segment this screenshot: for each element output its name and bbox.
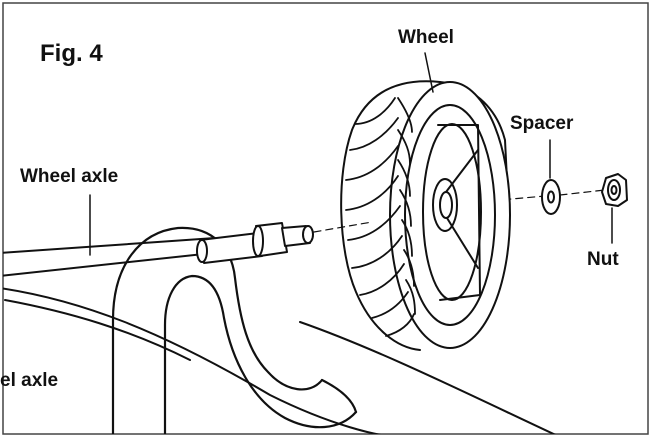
label-wheel-axle: Wheel axle [20,166,119,187]
spacer-washer [541,179,561,215]
handle-rail [3,287,556,434]
wheel-tread [345,97,416,337]
label-wheel-axle-cropped: el axle [0,370,59,391]
wheel [340,80,511,351]
leader-lines [89,52,613,256]
label-nut: Nut [587,249,619,270]
label-wheel: Wheel [398,27,454,48]
label-spacer: Spacer [510,113,574,134]
bent-tube [111,226,358,434]
figure-number: Fig. 4 [40,40,103,67]
axle-stub [196,222,314,264]
nut [601,173,628,207]
axle-rod [3,237,216,277]
